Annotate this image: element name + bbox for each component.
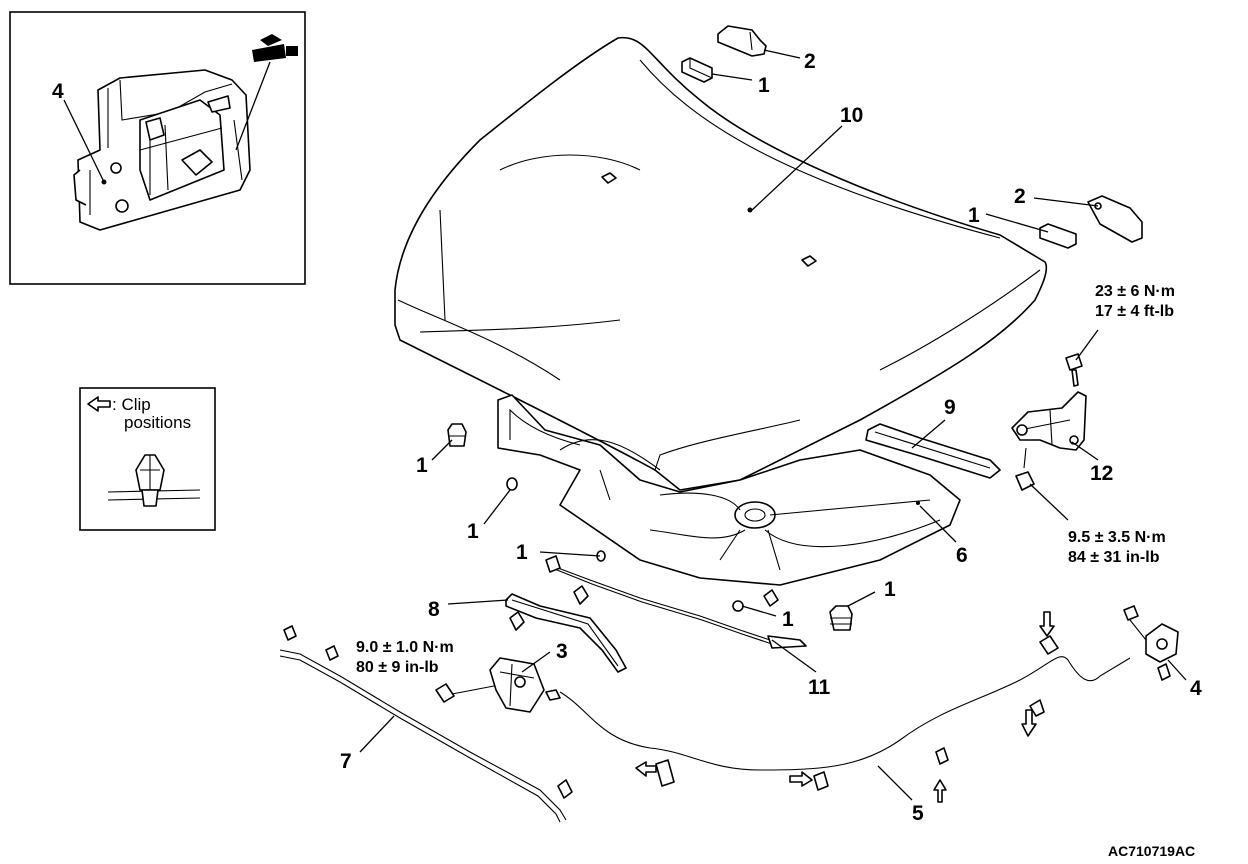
callout-4: 4 bbox=[1190, 677, 1202, 700]
callout-6: 6 bbox=[956, 544, 968, 567]
callout-8: 8 bbox=[428, 598, 440, 621]
torque-spec-latch-imperial: 80 ± 9 in-lb bbox=[356, 659, 439, 676]
callout-5: 5 bbox=[912, 802, 924, 825]
hood-bumpers bbox=[447, 25, 1143, 631]
callout-1: 1 bbox=[516, 541, 528, 564]
torque-spec-hinge-top-metric: 23 ± 6 N·m bbox=[1095, 283, 1175, 300]
callout-4: 4 bbox=[52, 80, 64, 103]
callout-1: 1 bbox=[782, 608, 794, 631]
outline-arrow-icon bbox=[87, 396, 111, 412]
callout-1: 1 bbox=[758, 74, 770, 97]
callout-11: 11 bbox=[808, 676, 831, 699]
callout-7: 7 bbox=[340, 750, 352, 773]
hood-support-rod bbox=[279, 625, 573, 823]
figure-code: AC710719AC bbox=[1108, 843, 1195, 859]
torque-spec-latch-metric: 9.0 ± 1.0 N·m bbox=[356, 639, 454, 656]
torque-specs: 23 ± 6 N·m 17 ± 4 ft-lb 9.5 ± 3.5 N·m 84… bbox=[356, 283, 1175, 676]
hood-insulator bbox=[497, 394, 961, 586]
callout-1: 1 bbox=[416, 454, 428, 477]
grease-tube-icon bbox=[235, 34, 298, 151]
callout-2: 2 bbox=[1014, 185, 1026, 208]
clip-legend-box bbox=[79, 387, 216, 531]
leader-lines bbox=[359, 49, 1187, 801]
torque-spec-hinge-bottom-imperial: 84 ± 31 in-lb bbox=[1068, 549, 1160, 566]
callout-1: 1 bbox=[884, 578, 896, 601]
legend-positions-label: positions bbox=[124, 413, 191, 432]
callout-2: 2 bbox=[804, 50, 816, 73]
clip-position-arrows bbox=[635, 611, 1055, 803]
callout-9: 9 bbox=[944, 396, 956, 419]
callout-12: 12 bbox=[1090, 462, 1113, 485]
hood-release-handle bbox=[1123, 605, 1179, 681]
callout-numbers: 1 2 10 2 1 9 12 1 1 1 6 1 1 8 3 11 4 7 5… bbox=[52, 50, 1202, 825]
hood-lock-strip bbox=[505, 593, 627, 673]
hood-hinge bbox=[1011, 353, 1087, 491]
hood-release-cable bbox=[559, 635, 1131, 791]
latch-release-rod bbox=[545, 555, 807, 649]
torque-spec-hinge-top-imperial: 17 ± 4 ft-lb bbox=[1095, 303, 1174, 320]
legend-clip-label: : Clip bbox=[112, 395, 151, 414]
callout-3: 3 bbox=[556, 640, 568, 663]
torque-spec-hinge-bottom-metric: 9.5 ± 3.5 N·m bbox=[1068, 529, 1166, 546]
hood-latch bbox=[435, 657, 561, 713]
hood-panel bbox=[394, 36, 1048, 491]
callout-1: 1 bbox=[968, 204, 980, 227]
callout-1: 1 bbox=[467, 520, 479, 543]
callout-10: 10 bbox=[840, 104, 863, 127]
inset-latch-detail bbox=[9, 11, 306, 285]
weatherstrip bbox=[865, 423, 1001, 479]
